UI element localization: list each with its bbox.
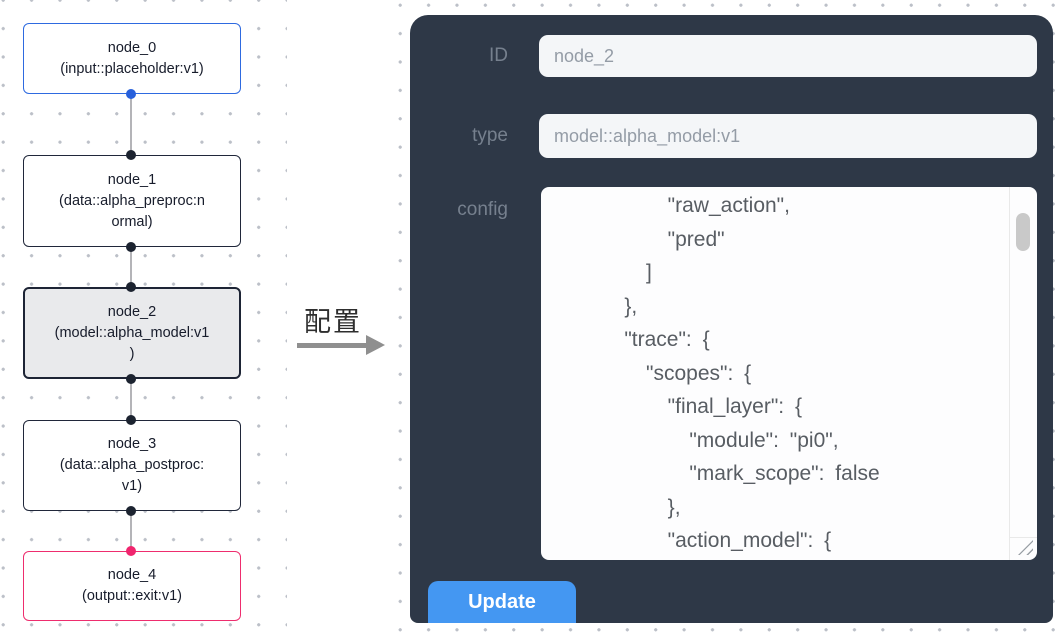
port-node3-in[interactable]	[126, 415, 136, 425]
node-type: (input::placeholder:v1)	[60, 60, 204, 77]
port-node3-out[interactable]	[126, 506, 136, 516]
id-field-label: ID	[489, 45, 508, 66]
right-arrow-icon	[297, 343, 366, 348]
node-name: node_2	[107, 303, 157, 320]
port-node0-out[interactable]	[126, 89, 136, 99]
scrollbar-corner-divider	[1010, 537, 1037, 538]
port-node1-out[interactable]	[126, 242, 136, 252]
update-button[interactable]: Update	[428, 581, 576, 623]
node-config-panel: ID type config "raw_action", "pred" ] },…	[410, 15, 1053, 623]
edge-node1-node2	[130, 247, 132, 287]
port-node2-out[interactable]	[126, 374, 136, 384]
flow-node-node4[interactable]: node_4 (output::exit:v1)	[23, 551, 241, 621]
vertical-scrollbar-thumb[interactable]	[1016, 213, 1030, 251]
scrollbar-track-divider	[1009, 187, 1010, 560]
node-type: (data::alpha_preproc:n ormal)	[59, 192, 205, 230]
edge-node3-node4	[130, 511, 132, 551]
right-arrow-head-icon	[366, 335, 385, 355]
flow-node-node0[interactable]: node_0 (input::placeholder:v1)	[23, 23, 241, 94]
node-type: (data::alpha_postproc: v1)	[59, 457, 205, 494]
port-node2-in[interactable]	[126, 282, 136, 292]
node-name: node_3	[107, 436, 157, 452]
node-name: node_4	[107, 567, 157, 583]
config-field-label: config	[457, 199, 508, 220]
config-textarea[interactable]: "raw_action", "pred" ] }, "trace": { "sc…	[541, 187, 1037, 560]
node-name: node_0	[107, 39, 157, 56]
port-node1-in[interactable]	[126, 150, 136, 160]
configure-annotation-label: 配置	[304, 307, 362, 337]
port-node4-in[interactable]	[126, 546, 136, 556]
flow-node-node2-selected[interactable]: node_2 (model::alpha_model:v1 )	[23, 287, 241, 379]
node-type: (model::alpha_model:v1 )	[54, 324, 210, 362]
node-name: node_1	[107, 171, 157, 188]
edge-node2-node3	[130, 379, 132, 420]
node-type: (output::exit:v1)	[82, 588, 182, 604]
type-field-label: type	[472, 125, 508, 146]
id-input[interactable]	[539, 35, 1037, 77]
edge-node0-node1	[130, 94, 132, 155]
flow-node-node1[interactable]: node_1 (data::alpha_preproc:n ormal)	[23, 155, 241, 247]
flow-node-node3[interactable]: node_3 (data::alpha_postproc: v1)	[23, 420, 241, 511]
type-input[interactable]	[539, 114, 1037, 158]
config-json-content: "raw_action", "pred" ] }, "trace": { "sc…	[624, 194, 880, 552]
